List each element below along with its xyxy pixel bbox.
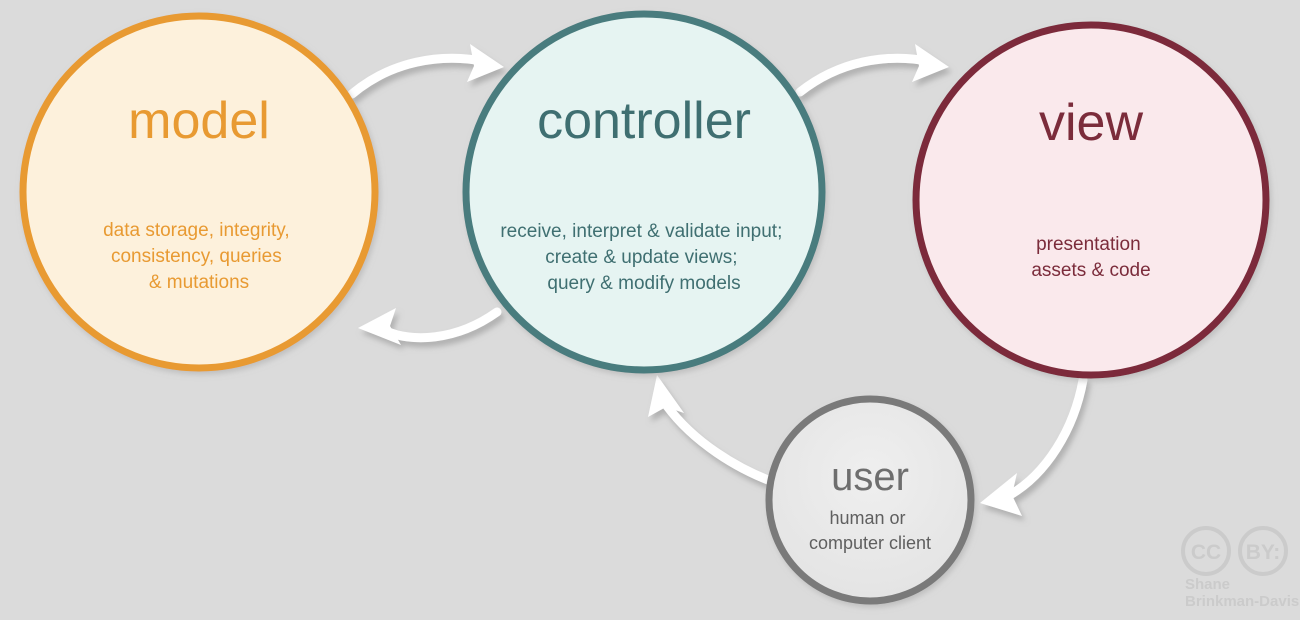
controller-circle[interactable] (462, 10, 826, 374)
controller-desc-line-1: receive, interpret & validate input; (500, 221, 782, 242)
arrow-controller-to-model (358, 307, 502, 345)
node-model[interactable]: model data storage, integrity, consisten… (19, 12, 379, 372)
controller-desc-line-3: query & modify models (547, 273, 740, 294)
view-title: view (1039, 94, 1143, 152)
user-desc-line-1: human or (829, 508, 905, 528)
arrow-group (347, 44, 1088, 516)
by-badge-label: BY: (1246, 541, 1281, 564)
arrow-view-to-user (980, 375, 1088, 516)
user-circle[interactable] (765, 395, 975, 605)
attribution-block: CC BY: Shane Brinkman-Davis (1181, 526, 1299, 610)
model-title: model (128, 92, 270, 150)
node-view[interactable]: view presentation assets & code (912, 21, 1270, 379)
controller-description: receive, interpret & validate input; cre… (500, 221, 787, 294)
controller-title: controller (537, 92, 751, 150)
creative-commons-icon: CC (1181, 526, 1231, 576)
view-description: presentation assets & code (1031, 234, 1150, 281)
by-attribution-icon: BY: (1238, 526, 1288, 576)
attribution-name-line-2: Brinkman-Davis (1185, 593, 1299, 610)
node-controller[interactable]: controller receive, interpret & validate… (462, 10, 826, 374)
user-description: human or computer client (809, 508, 931, 553)
node-user[interactable]: user human or computer client (765, 395, 975, 605)
view-desc-line-1: presentation (1036, 234, 1141, 255)
cc-badge-label: CC (1191, 541, 1221, 564)
arrow-user-to-controller (648, 375, 787, 490)
view-circle[interactable] (912, 21, 1270, 379)
attribution-name-line-1: Shane (1185, 576, 1230, 593)
arrow-model-to-controller (347, 44, 504, 99)
model-circle[interactable] (19, 12, 379, 372)
model-desc-line-3: & mutations (149, 272, 249, 293)
user-title: user (831, 455, 909, 499)
view-desc-line-2: assets & code (1031, 260, 1150, 281)
arrow-controller-to-view (795, 44, 949, 97)
user-desc-line-2: computer client (809, 533, 931, 553)
controller-desc-line-2: create & update views; (545, 247, 737, 268)
model-description: data storage, integrity, consistency, qu… (103, 220, 295, 293)
model-desc-line-1: data storage, integrity, (103, 220, 290, 241)
model-desc-line-2: consistency, queries (111, 246, 282, 267)
